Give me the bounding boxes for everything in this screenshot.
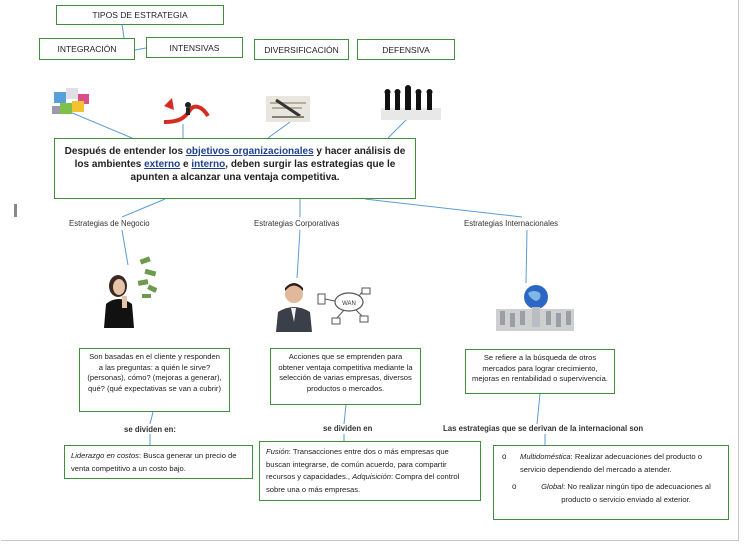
businessman-network-image: WAN [274, 278, 378, 332]
adquisicion-text: : Compra del control sobre una o más emp… [266, 472, 460, 494]
pen-document-image [266, 96, 310, 122]
corporativas-divide-label: se dividen en [323, 424, 373, 433]
central-text-4: , deben surgir las estrategias que le ap… [130, 159, 396, 183]
corporativas-detail: Fusión: Transacciones entre dos o más em… [259, 441, 481, 501]
multidomestica-item: o Multidoméstica: Realizar adecuaciones d… [500, 451, 722, 476]
internacionales-detail: o Multidoméstica: Realizar adecuaciones d… [493, 445, 729, 520]
keyword-externo: externo [144, 159, 181, 170]
term-adquisicion: Adquisición [352, 472, 391, 481]
tipos-title: TIPOS DE ESTRATEGIA [92, 10, 188, 20]
canvas-frame [1, 0, 739, 541]
type-diversificacion-box: DIVERSIFICACIÓN [254, 39, 349, 60]
global-item: o Global: No realizar ningún tipo de adec… [500, 481, 722, 506]
term-multidomestica: Multidoméstica [520, 452, 571, 461]
fusion-text: : Transacciones entre dos o más empresas… [266, 447, 449, 481]
central-text-2: y hacer análisis de los ambientes [74, 146, 406, 170]
bullet-circle-icon: o [502, 452, 507, 461]
keyword-objetivos: objetivos organizacionales [185, 146, 314, 157]
term-liderazgo-costos: Liderazgo en costos [71, 451, 139, 460]
internacionales-divide-label: Las estrategias que se derivan de la int… [443, 424, 644, 433]
negocio-divide-label: se dividen en: [124, 425, 176, 434]
term-fusion: Fusión [266, 447, 289, 456]
type-defensiva: DEFENSIVA [382, 44, 430, 55]
multidomestica-text: : Realizar adecuaciones del producto o s… [520, 452, 702, 474]
type-diversificacion: DIVERSIFICACIÓN [264, 44, 339, 55]
global-text: : No realizar ningún tipo de adecuacione… [561, 482, 711, 504]
label-estrategias-negocio: Estrategias de Negocio [69, 219, 150, 228]
chess-pieces-image [381, 85, 441, 120]
term-global: Global [541, 482, 564, 491]
woman-thinking-money-image [104, 256, 158, 328]
central-text-3: e [180, 159, 192, 170]
internacionales-description: Se refiere a la búsqueda de otros mercad… [465, 349, 615, 394]
central-statement: Después de entender los objetivos organi… [54, 138, 416, 199]
svg-text:WAN: WAN [342, 301, 356, 307]
red-arrow-climb-image [163, 98, 210, 124]
negocio-description: Son basadas en el cliente y responden a … [79, 348, 230, 412]
bullet-circle-icon: o [512, 482, 517, 491]
type-integracion: INTEGRACIÓN [57, 44, 117, 54]
type-intensivas: INTENSIVAS [169, 42, 220, 53]
globe-chess-image [496, 285, 574, 331]
puzzle-cubes-image [52, 88, 89, 114]
tipos-title-box: TIPOS DE ESTRATEGIA [56, 5, 224, 25]
text-cursor-mark [14, 204, 17, 217]
label-estrategias-corporativas: Estrategias Corporativas [254, 219, 340, 228]
type-intensivas-box: INTENSIVAS [146, 37, 243, 58]
type-defensiva-box: DEFENSIVA [357, 39, 455, 60]
label-estrategias-internacionales: Estrategias Internacionales [464, 219, 559, 228]
liderazgo-costos-text: : Busca generar un precio de venta compe… [71, 451, 237, 473]
corporativas-description: Acciones que se emprenden para obtener v… [270, 348, 421, 405]
negocio-detail: Liderazgo en costos: Busca generar un pr… [64, 445, 253, 479]
keyword-interno: interno [191, 159, 226, 170]
central-text-1: Después de entender los [64, 146, 186, 157]
type-integracion-box: INTEGRACIÓN [39, 38, 135, 60]
